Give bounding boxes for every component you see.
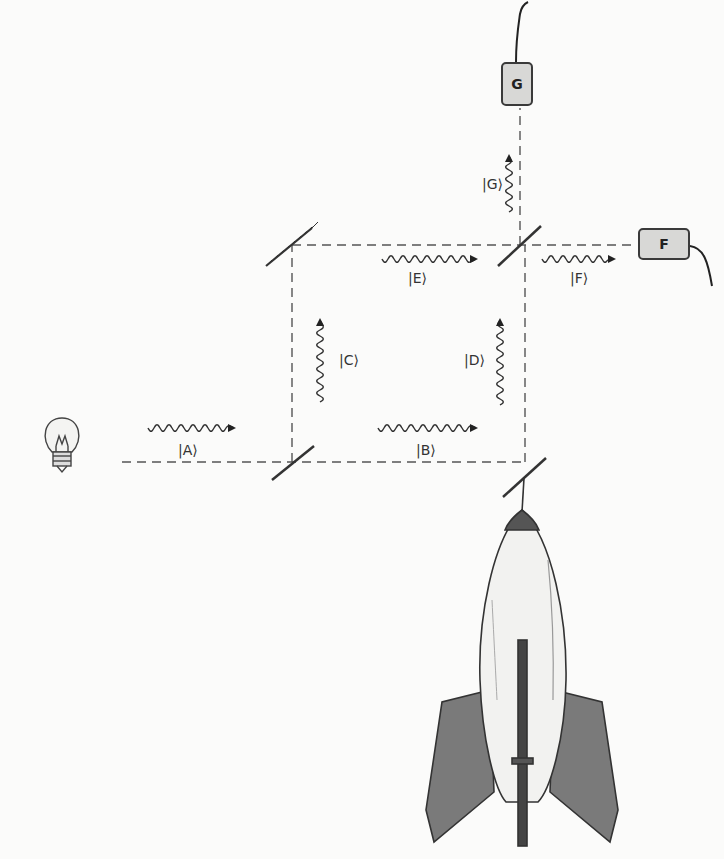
detector-label: F bbox=[659, 237, 669, 251]
mirror-hatch bbox=[272, 255, 278, 261]
beam-path bbox=[122, 108, 636, 462]
mirror-hatch bbox=[306, 227, 312, 233]
photon-wave bbox=[382, 256, 476, 263]
light-bulb bbox=[45, 418, 79, 472]
mirror-hatch bbox=[266, 260, 272, 266]
arrow-head bbox=[470, 424, 478, 432]
photon-wave bbox=[317, 320, 324, 402]
arrow-head bbox=[470, 255, 478, 263]
mirror-hatch bbox=[295, 236, 301, 242]
mirror bbox=[266, 222, 318, 266]
arrow-head bbox=[228, 424, 236, 432]
state-label: |A⟩ bbox=[176, 442, 200, 458]
photon-waves bbox=[148, 154, 616, 432]
state-label: |B⟩ bbox=[414, 442, 438, 458]
arrow-head bbox=[505, 154, 513, 162]
state-label: |D⟩ bbox=[462, 352, 487, 368]
mirror-hatch bbox=[283, 246, 289, 252]
arrow-head bbox=[496, 318, 504, 326]
photon-wave bbox=[497, 320, 504, 405]
mirror-hatch bbox=[301, 232, 307, 238]
photon-wave bbox=[378, 425, 476, 432]
state-label: |C⟩ bbox=[337, 352, 361, 368]
mirror-hatch bbox=[289, 241, 295, 247]
rocket-bomb bbox=[426, 478, 618, 846]
state-label: |E⟩ bbox=[406, 270, 429, 286]
detector-cable bbox=[516, 2, 712, 286]
arrow-head bbox=[608, 255, 616, 263]
photon-wave bbox=[506, 156, 513, 212]
mirror-hatch bbox=[312, 222, 318, 228]
photon-wave bbox=[148, 425, 234, 432]
detector: F bbox=[638, 228, 690, 260]
state-label: |G⟩ bbox=[480, 176, 505, 192]
beam-splitter bbox=[272, 226, 546, 497]
photon-wave bbox=[542, 256, 614, 263]
arrow-head bbox=[316, 318, 324, 326]
detector-label: G bbox=[511, 77, 523, 91]
state-label: |F⟩ bbox=[568, 270, 590, 286]
mirror-hatch bbox=[278, 251, 284, 257]
detector: G bbox=[501, 62, 533, 106]
